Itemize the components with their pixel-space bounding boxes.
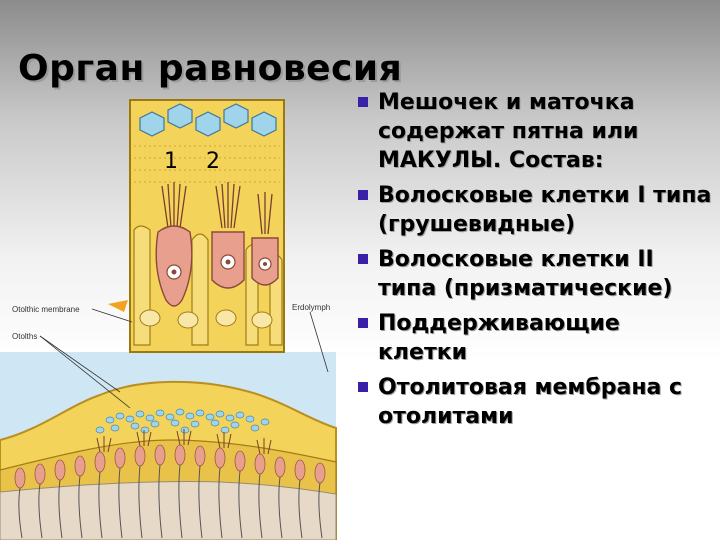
hair-cell-type-2 xyxy=(211,231,245,289)
bullet-text: Мешочек и маточка содержат пятна или МАК… xyxy=(378,90,639,173)
bullet-item: Волосковые клетки II типа (призматически… xyxy=(356,245,716,303)
bullet-item: Мешочек и маточка содержат пятна или МАК… xyxy=(356,88,716,175)
endolymph-background xyxy=(0,352,336,540)
square-bullet-icon xyxy=(358,190,368,200)
bullet-text: Волосковые клетки I типа (грушевидные) xyxy=(378,183,712,237)
sensory-epithelium xyxy=(0,439,337,540)
inset-otoliths xyxy=(139,103,277,137)
label-endolymph: Erdolymph xyxy=(292,303,330,312)
label-otolithic-membrane: Otolthic membrane xyxy=(12,305,80,314)
inset-label-1: 1 xyxy=(164,149,178,174)
square-bullet-icon xyxy=(358,382,368,392)
inset-label-2: 2 xyxy=(206,149,220,174)
label-otoliths: Otolths xyxy=(12,332,37,341)
otolithic-membrane-pointer xyxy=(108,300,128,312)
bullet-text: Поддерживающие клетки xyxy=(378,311,620,365)
hair-bundles xyxy=(96,429,272,455)
square-bullet-icon xyxy=(358,318,368,328)
leader-lines xyxy=(39,308,329,409)
hair-cell-type-1 xyxy=(155,225,193,307)
basal-nuclei xyxy=(139,309,273,329)
magnified-inset xyxy=(129,99,285,353)
bullet-list: Мешочек и маточка содержат пятна или МАК… xyxy=(356,88,716,437)
slide-title: Орган равновесия xyxy=(18,48,403,89)
otolithic-membrane-mound xyxy=(0,380,337,540)
inset-stereocilia xyxy=(161,182,273,235)
square-bullet-icon xyxy=(358,254,368,264)
otoliths-layer xyxy=(95,408,270,434)
bullet-item: Отолитовая мембрана с отолитами xyxy=(356,373,716,431)
hair-cell-type-2-b xyxy=(251,237,279,286)
bullet-item: Волосковые клетки I типа (грушевидные) xyxy=(356,181,716,239)
nerve-fibers xyxy=(18,464,323,539)
supporting-cells xyxy=(133,225,283,346)
gel-layer xyxy=(134,145,280,183)
bullet-text: Отолитовая мембрана с отолитами xyxy=(378,375,683,429)
basal-layer xyxy=(0,481,337,540)
lower-hair-cells xyxy=(14,444,326,489)
bullet-text: Волосковые клетки II типа (призматически… xyxy=(378,247,673,301)
bullet-item: Поддерживающие клетки xyxy=(356,309,716,367)
square-bullet-icon xyxy=(358,97,368,107)
